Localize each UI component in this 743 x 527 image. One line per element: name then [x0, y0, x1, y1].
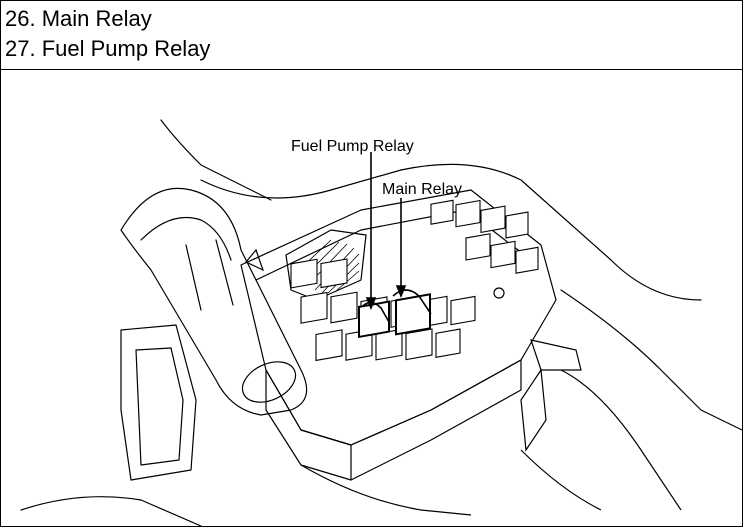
- fuel-pump-relay-callout: Fuel Pump Relay: [291, 138, 414, 155]
- relay-slot: [430, 199, 454, 225]
- relay-box-front-face: [265, 369, 352, 481]
- bolt: [493, 287, 505, 299]
- engine-bay-illustration: Fuel Pump Relay Main Relay: [1, 70, 742, 526]
- relay-slot: [505, 211, 529, 239]
- main-relay-callout: Main Relay: [382, 181, 462, 198]
- relay-slot: [435, 328, 461, 358]
- relay-slot: [490, 240, 516, 269]
- relay-slot: [315, 329, 343, 362]
- relay-grid: [290, 199, 539, 362]
- air-intake-hose: [120, 187, 308, 416]
- fender-line: [400, 163, 702, 301]
- legend-header: 26. Main Relay 27. Fuel Pump Relay: [1, 1, 742, 70]
- relay-slot: [320, 258, 348, 289]
- left-bracket-inner: [135, 347, 184, 466]
- hose-ribs: [185, 239, 234, 311]
- fender-lower-line: [560, 289, 742, 431]
- relay-slot: [300, 291, 328, 324]
- right-bracket: [530, 339, 582, 371]
- mount-tab: [245, 248, 265, 272]
- hose-end: [241, 361, 297, 403]
- legend-item-main-relay: 26. Main Relay: [5, 6, 152, 31]
- main-relay-arrowhead: [395, 285, 407, 299]
- relay-slot: [450, 295, 476, 326]
- relay-box-top-edge: [255, 209, 532, 281]
- fuel-pump-relay-part: [358, 300, 390, 339]
- bottom-left-curve: [20, 496, 202, 526]
- relay-slot: [455, 199, 481, 228]
- target-relays: [358, 293, 431, 339]
- relay-box-side-face: [350, 359, 522, 481]
- relay-slot: [330, 291, 358, 324]
- hood-edge-line: [160, 119, 272, 201]
- main-relay-part: [395, 293, 431, 336]
- relay-slot: [480, 205, 506, 234]
- relay-box-drawing: Fuel Pump Relay Main Relay: [20, 119, 742, 526]
- relay-slot: [465, 233, 491, 261]
- fuel-pump-relay-arrowhead: [365, 297, 377, 311]
- right-components: [245, 248, 682, 516]
- legend-item-fuel-pump-relay: 27. Fuel Pump Relay: [5, 36, 211, 61]
- hose-highlight: [140, 216, 232, 261]
- left-bracket: [120, 324, 197, 481]
- relay-slot: [405, 328, 433, 361]
- right-support: [520, 368, 547, 452]
- relay-box-cover: [285, 229, 367, 301]
- callout-leaders: [365, 152, 407, 311]
- cable-line: [560, 369, 682, 511]
- panel-curve: [200, 169, 402, 199]
- relay-slot: [290, 258, 318, 289]
- relay-slot: [515, 246, 539, 274]
- cable-line-2: [520, 449, 602, 511]
- lower-cable: [300, 464, 472, 516]
